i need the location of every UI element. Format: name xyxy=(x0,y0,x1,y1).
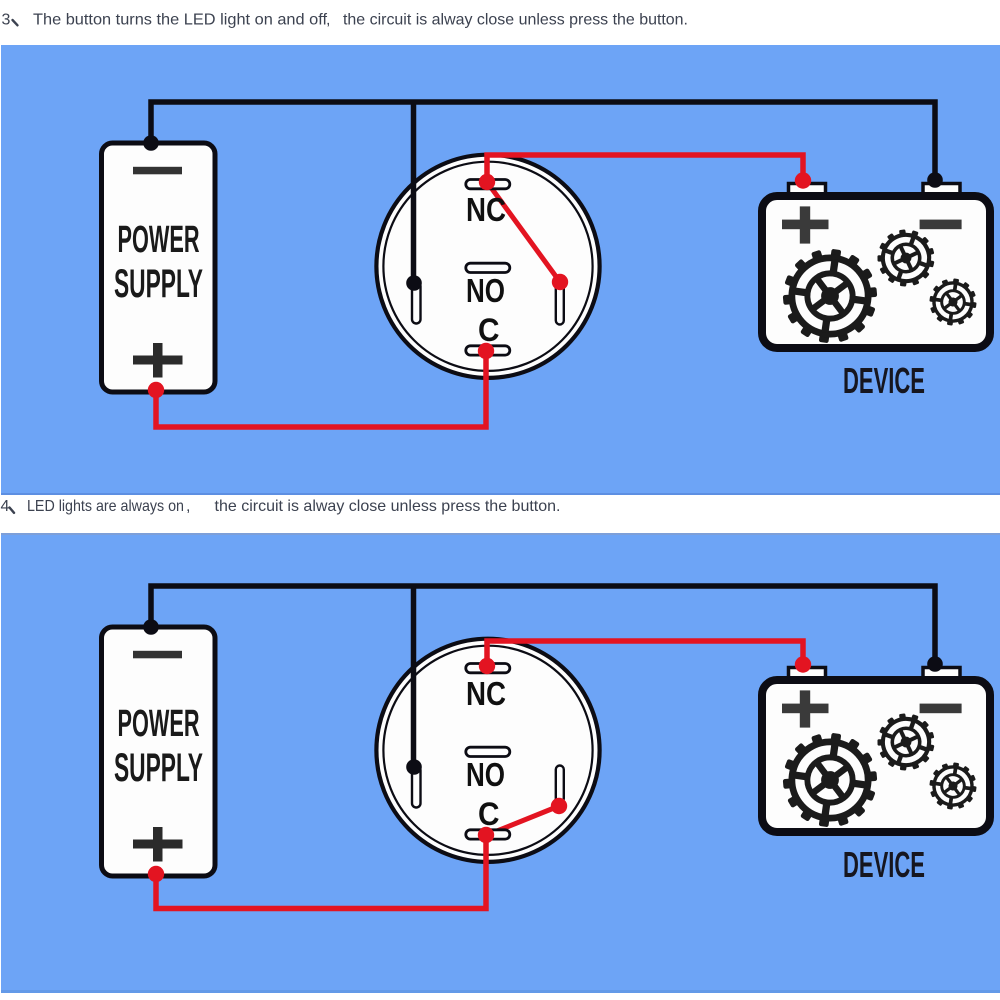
svg-text:,: , xyxy=(326,12,330,29)
svg-text:POWER: POWER xyxy=(118,703,200,745)
svg-text:POWER: POWER xyxy=(118,219,200,261)
svg-text:3: 3 xyxy=(2,12,11,29)
svg-text:DEVICE: DEVICE xyxy=(843,360,925,401)
svg-text:NO: NO xyxy=(466,756,505,793)
svg-text:SUPPLY: SUPPLY xyxy=(114,262,203,306)
svg-text:the circuit is alway close unl: the circuit is alway close unless press … xyxy=(215,498,561,515)
svg-text:C: C xyxy=(478,312,500,348)
svg-text:NC: NC xyxy=(466,191,506,228)
svg-text:NC: NC xyxy=(466,675,506,712)
svg-text:the circuit is alway close unl: the circuit is alway close unless press … xyxy=(343,12,688,29)
svg-text:NO: NO xyxy=(466,272,505,309)
svg-text:4: 4 xyxy=(1,498,10,515)
svg-text:The button turns the LED light: The button turns the LED light on and of… xyxy=(33,12,328,29)
svg-text:C: C xyxy=(478,796,500,832)
svg-text:DEVICE: DEVICE xyxy=(843,844,925,885)
svg-text:,: , xyxy=(186,498,190,515)
svg-text:SUPPLY: SUPPLY xyxy=(114,746,203,790)
svg-text:LED lights are always on: LED lights are always on xyxy=(27,498,184,515)
